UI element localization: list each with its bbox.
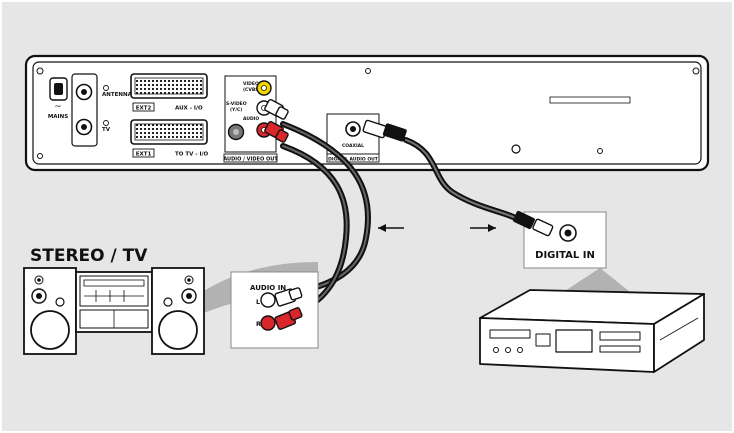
video-cvbs-label: VIDEO xyxy=(243,81,259,87)
audio-plug-red-device xyxy=(264,120,289,143)
digital-audio-out-label: DIGITAL AUDIO OUT xyxy=(328,157,379,163)
signal-direction-arrow-audio xyxy=(378,224,404,232)
audio-in-left-label: L xyxy=(256,298,260,306)
coaxial-label: COAXIAL xyxy=(342,143,364,149)
s-video-label: S-VIDEO xyxy=(226,101,247,107)
to-tv-io-label: TO TV - I/O xyxy=(175,152,209,158)
coaxial-plug-device xyxy=(362,119,407,142)
audio-out-label: AUDIO xyxy=(243,116,259,122)
audio-plug-red-stereo xyxy=(274,307,303,330)
signal-direction-arrow-digital xyxy=(470,224,496,232)
rear-panel-inner xyxy=(32,61,702,165)
scart-ext2-connector xyxy=(130,73,208,99)
device-rear-panel: ~ MAINS ANTENNA TV EXT2 AUX - I/O EXT1 T… xyxy=(24,54,710,172)
coaxial-plug-receiver xyxy=(513,210,554,237)
audio-in-left-jack xyxy=(260,292,276,308)
av-out-label: AUDIO / VIDEO OUT xyxy=(223,157,278,163)
audio-in-panel: AUDIO IN L R xyxy=(230,271,319,349)
stereo-tv-title: STEREO / TV xyxy=(30,246,148,266)
ext1-label: EXT1 xyxy=(136,152,152,158)
audio-in-right-label: R xyxy=(256,320,261,328)
audio-in-right-jack xyxy=(260,315,276,331)
receiver-illustration xyxy=(479,289,705,373)
aux-io-label: AUX - I/O xyxy=(175,106,203,112)
mains-symbol: ~ xyxy=(54,102,62,112)
tv-rf-label: TV xyxy=(102,127,111,133)
antenna-label: ANTENNA xyxy=(102,92,133,98)
video-cvbs-sub-label: (CVBS) xyxy=(243,87,261,93)
audio-in-label: AUDIO IN xyxy=(250,284,286,292)
s-video-sub-label: (Y/C) xyxy=(230,107,242,113)
scart-ext1-connector xyxy=(130,119,208,145)
stereo-system-illustration xyxy=(23,267,205,355)
audio-plug-white-device xyxy=(264,98,289,120)
digital-in-label: DIGITAL IN xyxy=(535,250,595,261)
audio-plug-white-stereo xyxy=(274,287,303,307)
ext2-label: EXT2 xyxy=(136,106,152,112)
digital-coaxial-cable xyxy=(403,137,525,225)
mains-label: MAINS xyxy=(48,114,68,120)
